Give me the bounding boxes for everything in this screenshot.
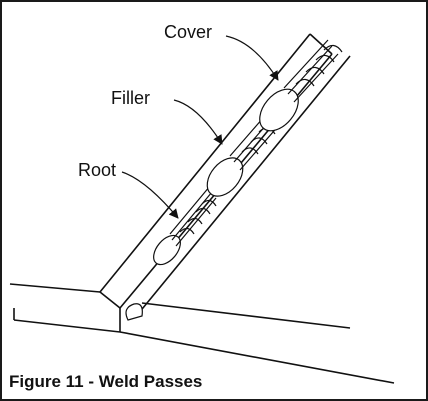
label-root: Root xyxy=(78,160,116,180)
filler-pass xyxy=(206,109,283,197)
cover-pass xyxy=(259,39,343,132)
figure-caption: Figure 11 - Weld Passes xyxy=(9,372,203,391)
base-plate xyxy=(9,283,395,384)
label-filler: Filler xyxy=(111,88,150,108)
leader-lines xyxy=(121,35,279,219)
label-cover: Cover xyxy=(164,22,212,42)
root-pass xyxy=(125,185,217,321)
